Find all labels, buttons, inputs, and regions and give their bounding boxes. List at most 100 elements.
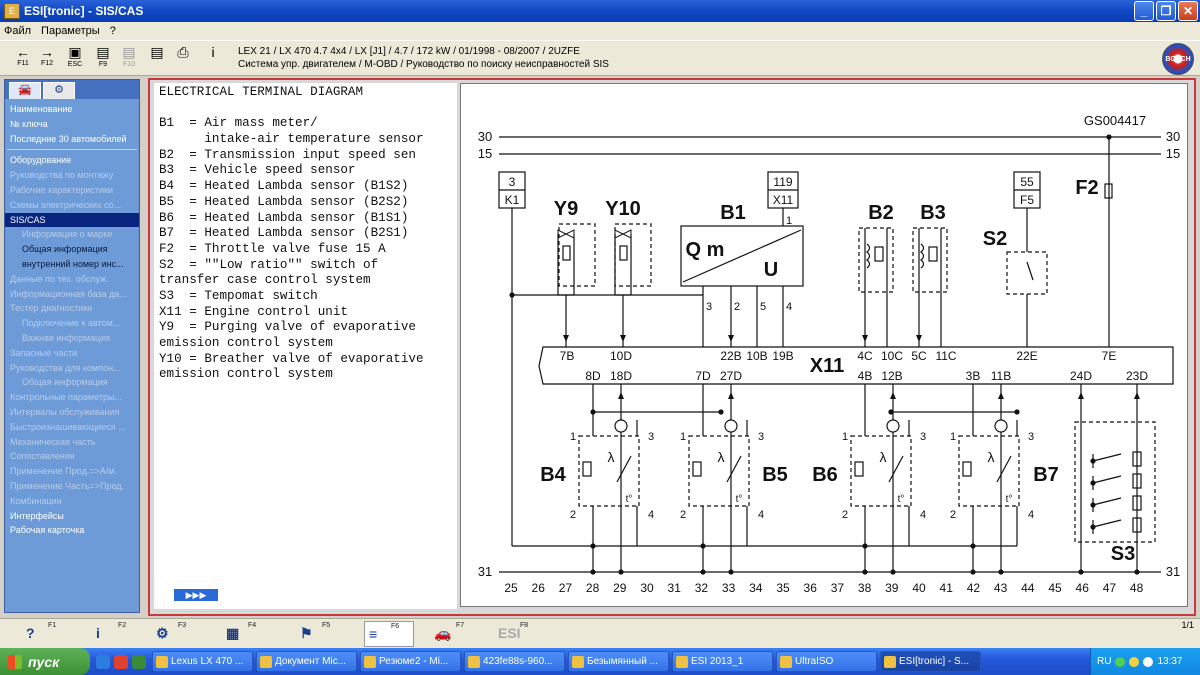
doc-f10-icon[interactable]: ▤F10 xyxy=(118,44,140,72)
taskbar-button[interactable]: Безымянный ... xyxy=(568,651,669,672)
x11-top-pin: 4C xyxy=(857,349,873,363)
sidebar-item[interactable]: Общая информация xyxy=(22,244,108,255)
taskbar-button[interactable]: ESI 2013_1 xyxy=(672,651,773,672)
sidebar-item[interactable]: Информационная база да... xyxy=(10,288,127,299)
taskbar-button[interactable]: UltraISO xyxy=(776,651,877,672)
menu-file[interactable]: Файл xyxy=(4,25,32,37)
info-icon[interactable]: i xyxy=(202,44,224,72)
minimize-button[interactable]: _ xyxy=(1134,1,1154,21)
sidebar-item[interactable]: Подключение к автом... xyxy=(22,318,121,329)
sidebar-item[interactable]: Механическая часть xyxy=(10,436,96,447)
junction-dot xyxy=(1090,502,1096,508)
engine-icon[interactable]: ⚙ xyxy=(43,82,75,99)
legend-line: emission control system xyxy=(159,367,333,382)
fkey-glyph: ? xyxy=(26,625,35,641)
printer-icon[interactable]: ⎙ xyxy=(172,44,194,72)
sidebar-item[interactable]: SIS/CAS xyxy=(5,212,139,228)
taskbar-button[interactable]: Lexus LX 470 ... xyxy=(152,651,253,672)
sidebar-item[interactable]: Оборудование xyxy=(10,155,72,166)
lambda-sensor-b7-label: B7 xyxy=(1033,464,1059,486)
junction-dot xyxy=(1090,480,1096,486)
sidebar-item[interactable]: Последние 30 автомобилей xyxy=(10,133,127,144)
sidebar-item[interactable]: Быстроизнашивающиеся ... xyxy=(10,421,126,432)
switch-s2-label: S2 xyxy=(983,228,1007,250)
sidebar-item[interactable]: Сопоставления xyxy=(10,451,75,462)
taskbar-button[interactable]: ESI[tronic] - S... xyxy=(880,651,981,672)
taskbar-button[interactable]: 423fe88s-960... xyxy=(464,651,565,672)
tools-icon[interactable]: ⚑F5 xyxy=(296,621,346,647)
menu-parameters[interactable]: Параметры xyxy=(41,25,100,37)
car-icon[interactable]: 🚗F7 xyxy=(430,621,480,647)
title-bar[interactable]: E ESI[tronic] - SIS/CAS _ ❐ ✕ xyxy=(0,0,1200,22)
components-icon[interactable]: ⚙F3 xyxy=(152,621,202,647)
volume-icon[interactable] xyxy=(1143,656,1154,667)
pin-label: 1 xyxy=(680,431,686,443)
doc-f9-icon[interactable]: ▤F9 xyxy=(92,44,114,72)
rail-30-label: 30 xyxy=(478,129,492,144)
document-icon[interactable]: ▤ xyxy=(146,44,168,72)
sidebar-item[interactable]: Комбинации xyxy=(10,495,62,506)
tray-icon[interactable] xyxy=(1129,656,1140,667)
f5-label: 55 xyxy=(1020,175,1034,189)
sidebar-item[interactable]: Интерфейсы xyxy=(10,510,64,521)
list-icon[interactable]: ≡F6 xyxy=(364,621,414,647)
vehicle-info: LEX 21 / LX 470 4.7 4x4 / LX [J1] / 4.7 … xyxy=(238,46,580,57)
x11-connector xyxy=(538,346,1174,385)
arrow-icon xyxy=(1134,392,1140,399)
sidebar-item[interactable]: Информация о марке xyxy=(22,229,113,240)
sidebar-item[interactable]: Применение Прод.=>А/м. xyxy=(10,466,117,477)
language-indicator[interactable]: RU xyxy=(1097,656,1112,667)
sidebar-item[interactable]: Запасные части xyxy=(10,347,78,358)
sensor-b3-box xyxy=(912,227,948,293)
sidebar-item[interactable]: Контрольные параметры... xyxy=(10,392,122,403)
sidebar-item[interactable]: Данные по тех. обслуж. xyxy=(10,273,109,284)
switch-s2-box xyxy=(1006,251,1048,295)
menu-help[interactable]: ? xyxy=(109,25,116,37)
sidebar-item[interactable]: Общая информация xyxy=(22,377,108,388)
wiring-icon[interactable]: ▦F4 xyxy=(222,621,272,647)
junction-dot xyxy=(590,543,596,549)
help-icon[interactable]: ?F1 xyxy=(22,621,72,647)
variable-resistor xyxy=(888,455,904,483)
pin-label: 1 xyxy=(950,431,956,443)
sidebar-item[interactable]: Наименование xyxy=(10,104,73,114)
app-icon xyxy=(364,655,376,668)
sidebar-item[interactable]: Рабочие характеристики xyxy=(10,184,114,195)
sidebar-item[interactable]: Применение Часть=>Прод. xyxy=(10,480,125,491)
arrow-right-icon[interactable]: →F12 xyxy=(36,44,58,72)
esc-icon[interactable]: ▣ESC xyxy=(64,44,86,72)
sidebar-item[interactable]: Тестер диагностики xyxy=(10,303,93,314)
next-page-button[interactable]: ▶▶▶ xyxy=(174,589,218,601)
lambda-symbol: λ xyxy=(880,449,887,465)
sidebar-item[interactable]: № ключа xyxy=(10,118,48,129)
sidebar-item[interactable]: Руководства по монтажу xyxy=(10,170,114,181)
car-icon[interactable]: 🚘 xyxy=(9,82,41,99)
arrow-left-icon[interactable]: ←F11 xyxy=(12,44,34,72)
toolbar-glyph: i xyxy=(211,44,215,60)
desktop-icon[interactable] xyxy=(132,654,146,669)
lambda-symbol: λ xyxy=(608,449,615,465)
sidebar-item[interactable]: внутренний номер инс... xyxy=(22,258,124,269)
heater-coil-icon xyxy=(724,419,738,433)
fkey-label: F5 xyxy=(322,622,331,629)
sidebar-item[interactable]: Интервалы обслуживания xyxy=(10,406,120,417)
maximize-button[interactable]: ❐ xyxy=(1156,1,1176,21)
start-button[interactable]: пуск xyxy=(0,648,90,675)
close-button[interactable]: ✕ xyxy=(1178,1,1198,21)
sidebar-item[interactable]: Руководства для компон... xyxy=(10,362,121,373)
sidebar-item[interactable]: Схемы электрических со... xyxy=(10,199,122,210)
lambda-sensor-b4-label: B4 xyxy=(540,464,566,486)
taskbar-button[interactable]: Резюме2 - Mi... xyxy=(360,651,461,672)
valve-y10-label: Y10 xyxy=(605,198,641,220)
sidebar-item[interactable]: Рабочая карточка xyxy=(10,525,85,536)
sidebar-item[interactable]: Важная информация xyxy=(22,332,111,343)
rail-31-label: 31 xyxy=(478,564,492,579)
chrome-icon[interactable] xyxy=(114,654,128,669)
ie-icon[interactable] xyxy=(96,654,110,669)
taskbar-button[interactable]: Документ Mic... xyxy=(256,651,357,672)
network-icon[interactable] xyxy=(1115,656,1126,667)
